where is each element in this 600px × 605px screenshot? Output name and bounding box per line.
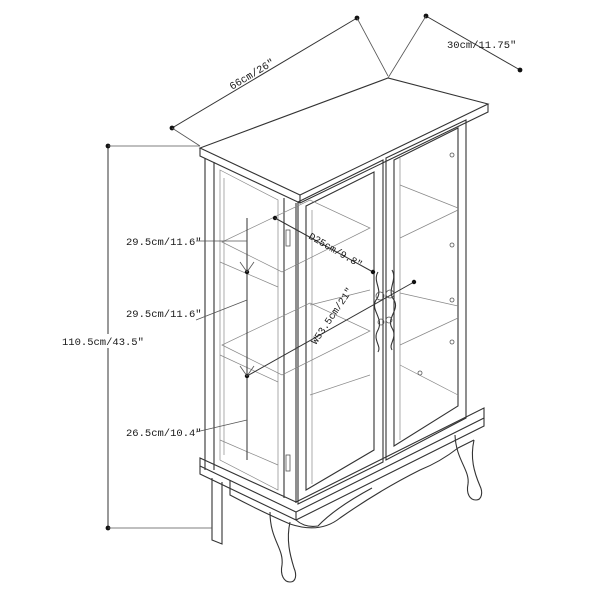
cabinet-top (198, 77, 490, 204)
glass-shelves (221, 152, 459, 396)
shelf-width-label: W53.5cm/21″ (309, 286, 356, 347)
depth-label: 30cm/11.75″ (447, 40, 516, 52)
shelf-size-dimensions: D25cm/9.8″ W53.5cm/21″ (246, 217, 417, 377)
depth-dimension: 30cm/11.75″ (387, 13, 523, 79)
cabinet-legs (211, 434, 483, 583)
height-label: 110.5cm/43.5″ (62, 337, 144, 349)
cabinet-base (199, 407, 485, 529)
shelf-gap-dimensions: 29.5cm/11.6″ 29.5cm/11.6″ 26.5cm/10.4″ (126, 215, 278, 460)
cabinet-right-door (385, 119, 467, 461)
height-dimension: 110.5cm/43.5″ (60, 143, 212, 531)
width-dimension: 66cm/26″ (169, 15, 389, 147)
shelf-depth-label: D25cm/9.8″ (306, 231, 364, 271)
shelf-gap-bottom-label: 26.5cm/10.4″ (126, 428, 202, 440)
cabinet-left-door (297, 159, 384, 505)
cabinet-side-panel (204, 158, 297, 503)
width-label: 66cm/26″ (228, 57, 277, 93)
shelf-gap-middle-label: 29.5cm/11.6″ (126, 309, 202, 321)
shelf-gap-top-label: 29.5cm/11.6″ (126, 237, 202, 249)
door-handles (374, 269, 396, 353)
